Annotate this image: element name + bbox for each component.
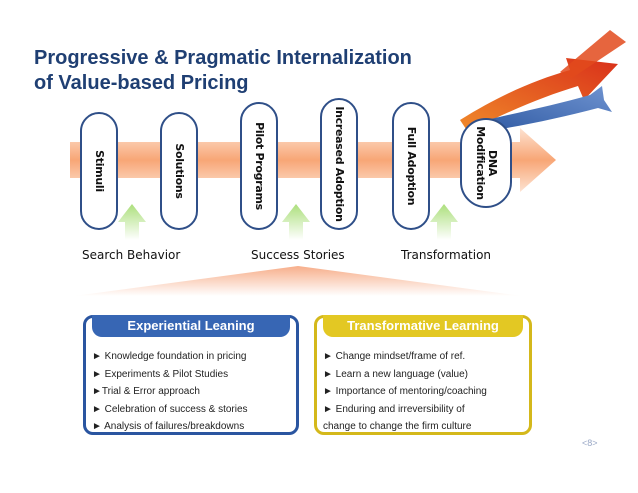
stage-pilot-programs-label: Pilot Programs: [253, 122, 266, 210]
list-item: ► Learn a new language (value): [323, 368, 468, 380]
list-item: ► Enduring and irreversibility of: [323, 403, 465, 415]
stage-dna-modification: DNA Modification: [460, 118, 512, 208]
stage-full-adoption-label: Full Adoption: [405, 126, 418, 206]
blue-swoosh-arrow: [478, 86, 612, 132]
red-swoosh-arrow: [460, 58, 618, 132]
foundation-fan: [74, 266, 522, 296]
list-item: ► Change mindset/frame of ref.: [323, 351, 466, 362]
list-item: ►Trial & Error approach: [92, 386, 200, 397]
dna-line-1: DNA: [486, 150, 499, 176]
experiential-learning-box: Experiential Leaning ► Knowledge foundat…: [83, 315, 299, 435]
stage-solutions-label: Solutions: [173, 143, 186, 199]
transformative-learning-list: ► Change mindset/frame of ref. ► Learn a…: [323, 348, 525, 436]
stage-solutions: Solutions: [160, 112, 198, 230]
label-transformation: Transformation: [401, 248, 492, 262]
list-item: change to change the firm culture: [323, 421, 472, 432]
transformative-learning-box: Transformative Learning ► Change mindset…: [314, 315, 532, 435]
experiential-learning-list: ► Knowledge foundation in pricing ► Expe…: [92, 348, 292, 436]
transformative-learning-header: Transformative Learning: [323, 315, 523, 337]
stage-stimuli-label: Stimuli: [93, 150, 106, 192]
stage-increased-adoption: Increased Adoption: [320, 98, 358, 230]
label-search-behavior: Search Behavior: [82, 248, 181, 262]
stage-full-adoption: Full Adoption: [392, 102, 430, 230]
list-item: ► Importance of mentoring/coaching: [323, 386, 487, 397]
up-arrow-search: [118, 204, 146, 240]
title-line-2: of Value-based Pricing: [34, 72, 249, 94]
stage-pilot-programs: Pilot Programs: [240, 102, 278, 230]
stage-dna-modification-label: DNA Modification: [474, 126, 499, 200]
slide-title: Progressive & Pragmatic Internalization …: [34, 46, 412, 96]
page-number: <8>: [582, 438, 598, 448]
red-accent: [560, 30, 626, 78]
dna-line-2: Modification: [474, 126, 487, 200]
experiential-learning-header: Experiential Leaning: [92, 315, 290, 337]
list-item: ► Experiments & Pilot Studies: [92, 368, 229, 380]
list-item: ► Analysis of failures/breakdowns: [92, 421, 245, 432]
label-success-stories: Success Stories: [251, 248, 345, 262]
title-line-1: Progressive & Pragmatic Internalization: [34, 47, 412, 69]
up-arrow-success: [282, 204, 310, 240]
list-item: ► Celebration of success & stories: [92, 403, 248, 415]
up-arrow-transformation: [430, 204, 458, 240]
list-item: ► Knowledge foundation in pricing: [92, 351, 247, 362]
stage-stimuli: Stimuli: [80, 112, 118, 230]
stage-increased-adoption-label: Increased Adoption: [333, 106, 346, 222]
